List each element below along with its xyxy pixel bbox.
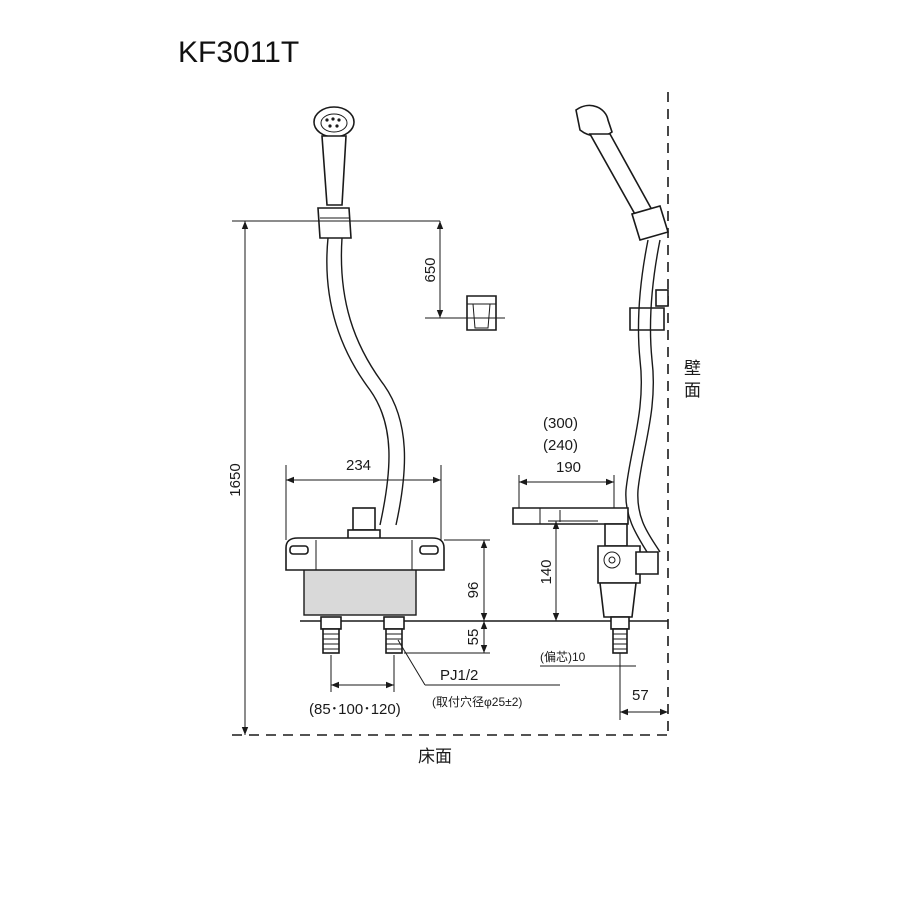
svg-text:PJ1/2: PJ1/2 xyxy=(440,667,478,684)
pipe-thread-callout: PJ1/2 (取付穴径φ25±2) xyxy=(397,639,560,709)
svg-text:96: 96 xyxy=(465,582,482,599)
shower-head-front xyxy=(313,106,355,239)
dim-body-width: 234 xyxy=(285,457,442,540)
svg-text:(300): (300) xyxy=(543,415,578,432)
svg-text:190: 190 xyxy=(556,459,581,476)
svg-text:(85･100･120): (85･100･120) xyxy=(309,701,401,718)
shower-head-side xyxy=(575,104,670,331)
dim-holder-height: 650 xyxy=(422,221,505,319)
svg-text:55: 55 xyxy=(465,629,482,646)
wall-label-1: 壁 xyxy=(684,359,701,379)
svg-text:1650: 1650 xyxy=(227,463,244,496)
hose-side xyxy=(625,239,661,561)
svg-text:(取付穴径φ25±2): (取付穴径φ25±2) xyxy=(432,694,522,709)
svg-text:57: 57 xyxy=(632,687,649,704)
dim-wall-gap: 57 xyxy=(619,653,668,720)
dim-pitch: (85･100･120) xyxy=(309,655,401,718)
svg-text:(偏芯)10: (偏芯)10 xyxy=(540,649,586,664)
svg-text:234: 234 xyxy=(346,457,371,474)
dim-spout-length: (300) (240) 190 xyxy=(518,415,615,508)
inlet-legs xyxy=(320,616,405,654)
svg-text:(240): (240) xyxy=(543,437,578,454)
faucet-body-front xyxy=(285,507,445,616)
svg-text:140: 140 xyxy=(538,559,555,584)
holder-bracket xyxy=(466,295,497,331)
dim-spout-height: 140 xyxy=(538,520,598,621)
floor-label: 床面 xyxy=(418,747,452,767)
shower-hose xyxy=(326,237,406,526)
dim-total-height: 1650 xyxy=(227,220,440,735)
dim-base-height: 55 xyxy=(404,621,490,654)
wall-label-2: 面 xyxy=(684,381,701,401)
svg-text:650: 650 xyxy=(422,257,439,282)
model-title: KF3011T xyxy=(178,36,299,69)
dim-body-height: 96 xyxy=(444,539,490,621)
faucet-body-side xyxy=(512,507,659,654)
